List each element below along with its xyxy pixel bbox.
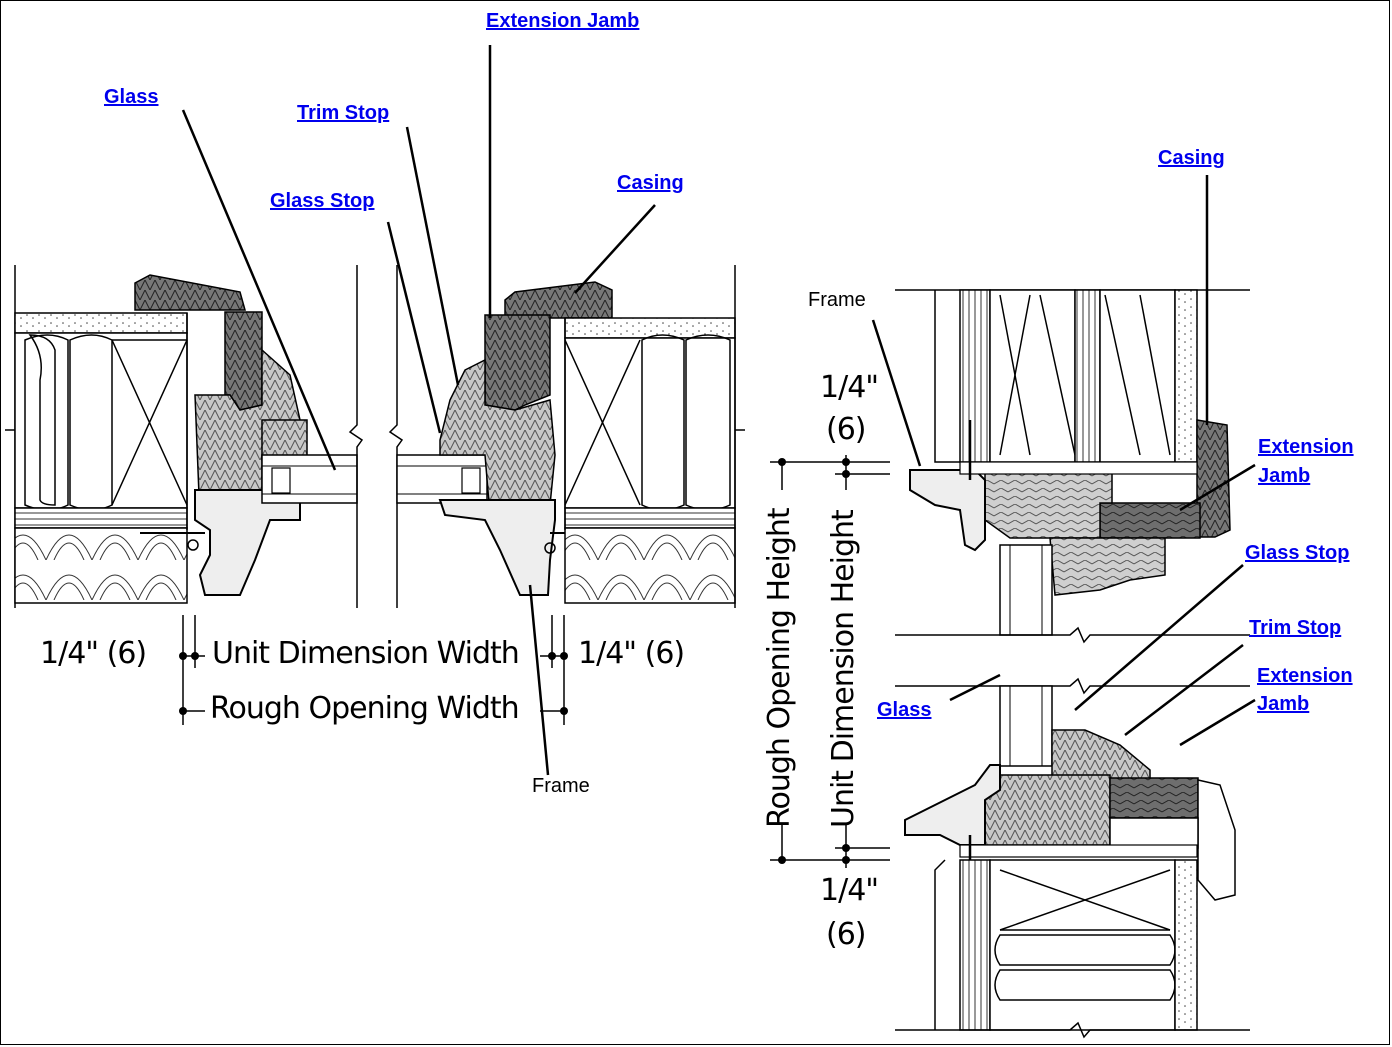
left-glass-stop xyxy=(261,419,308,461)
frame-label-top: Frame xyxy=(808,289,866,311)
break-lines xyxy=(348,265,404,608)
top-quarter-mm: (6) xyxy=(826,412,866,447)
left-wall xyxy=(5,265,188,608)
right-frame-plan xyxy=(438,499,556,596)
extension-jamb-link-right-2b[interactable]: Jamb xyxy=(1257,693,1310,715)
extension-jamb-link-right-1b[interactable]: Jamb xyxy=(1258,465,1311,487)
extension-jamb-link[interactable]: Extension Jamb xyxy=(486,10,640,32)
left-casing xyxy=(134,274,246,311)
glass-stop-link-right[interactable]: Glass Stop xyxy=(1245,542,1350,564)
glass-link-right[interactable]: Glass xyxy=(877,699,932,721)
extension-jamb-link-right-1[interactable]: Extension xyxy=(1258,436,1354,458)
sill-frame xyxy=(904,764,1001,846)
bottom-quarter-inch: 1/4" xyxy=(820,873,879,908)
head-casing xyxy=(1196,419,1231,538)
sill-extension-jamb xyxy=(1109,777,1199,819)
glass-link[interactable]: Glass xyxy=(104,86,159,108)
rough-opening-width: Rough Opening Width xyxy=(210,691,520,726)
right-casing-plan xyxy=(504,281,613,319)
glass-pane xyxy=(999,544,1053,636)
width-dimension-dots xyxy=(179,652,568,715)
left-quarter-inch: 1/4" (6) xyxy=(40,636,147,671)
head-trim xyxy=(984,472,1113,539)
height-dimension-dots xyxy=(778,458,850,864)
leader-lines xyxy=(181,45,922,776)
vertical-break xyxy=(895,626,1250,695)
sill-trim-stop xyxy=(1051,729,1151,781)
right-trim-stop-plan xyxy=(439,358,556,516)
sill-wood xyxy=(984,774,1111,846)
trim-stop-link-right[interactable]: Trim Stop xyxy=(1249,617,1342,639)
bottom-quarter-mm: (6) xyxy=(826,917,866,952)
frame-label-bottom: Frame xyxy=(532,775,590,797)
right-wall xyxy=(564,265,745,608)
right-leader-lines xyxy=(949,175,1256,747)
left-frame xyxy=(194,489,301,596)
casing-link[interactable]: Casing xyxy=(617,172,684,194)
head-glass-stop xyxy=(1049,537,1166,596)
trim-stop-link[interactable]: Trim Stop xyxy=(297,102,390,124)
top-quarter-inch: 1/4" xyxy=(820,370,879,405)
unit-dimension-height: Unit Dimension Height xyxy=(826,510,861,828)
right-extension-jamb-plan xyxy=(484,314,551,411)
unit-dimension-width: Unit Dimension Width xyxy=(212,636,520,671)
sill-wall xyxy=(895,859,1250,1039)
extension-jamb-link-right-2[interactable]: Extension xyxy=(1257,665,1353,687)
casing-link-right[interactable]: Casing xyxy=(1158,147,1225,169)
head-frame xyxy=(909,469,986,552)
glass-stop-link[interactable]: Glass Stop xyxy=(270,190,375,212)
right-quarter-inch: 1/4" (6) xyxy=(578,636,685,671)
sill-casing xyxy=(1197,779,1236,901)
head-wall xyxy=(895,289,1250,463)
rough-opening-height: Rough Opening Height xyxy=(762,508,797,828)
